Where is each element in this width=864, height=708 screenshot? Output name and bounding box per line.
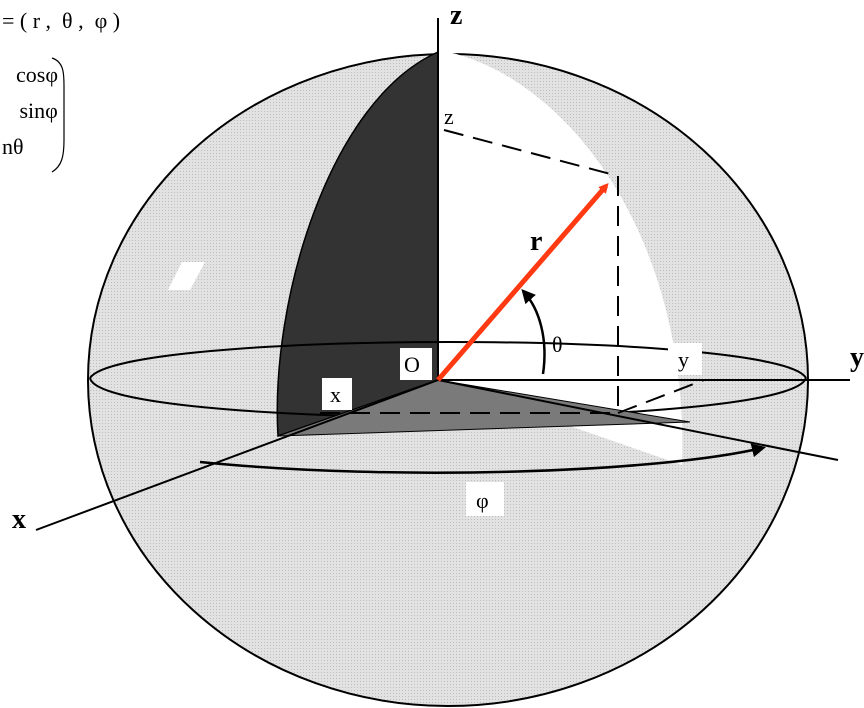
projection-triangle — [277, 379, 691, 437]
origin-label: O — [404, 352, 420, 377]
y-axis-label: y — [850, 342, 864, 373]
dark-lune-face — [276, 50, 439, 438]
origin-label-box — [400, 348, 432, 380]
dashed-y-projection — [617, 379, 705, 414]
equator-back — [89, 341, 807, 379]
x-projection-label-box — [322, 378, 352, 410]
formula-row-3: nθ — [2, 134, 24, 159]
y-projection-label-box — [668, 343, 702, 375]
theta-label: θ — [552, 332, 563, 357]
formula-header: = ( r , θ , φ ) — [2, 8, 120, 33]
y-projection-label: y — [678, 347, 689, 372]
white-lune-face — [438, 50, 683, 465]
formula-row-2: sinφ — [14, 98, 58, 123]
x-projection-label: x — [330, 382, 341, 407]
x-axis-label: x — [12, 504, 26, 535]
phi-label-box — [466, 482, 504, 516]
phi-label: φ — [476, 488, 489, 513]
z-axis-label: z — [450, 0, 462, 31]
theta-arc — [521, 289, 546, 375]
phi-arc — [199, 443, 766, 474]
z-projection-label: z — [444, 104, 454, 129]
sphere-highlight — [168, 262, 205, 290]
formula-right-bracket — [51, 57, 65, 173]
phi-ray — [437, 379, 839, 461]
formula-row-1: cosφ — [16, 62, 58, 87]
radius-label: r — [530, 226, 542, 257]
x-axis — [35, 379, 439, 531]
radius-vector — [436, 182, 609, 382]
